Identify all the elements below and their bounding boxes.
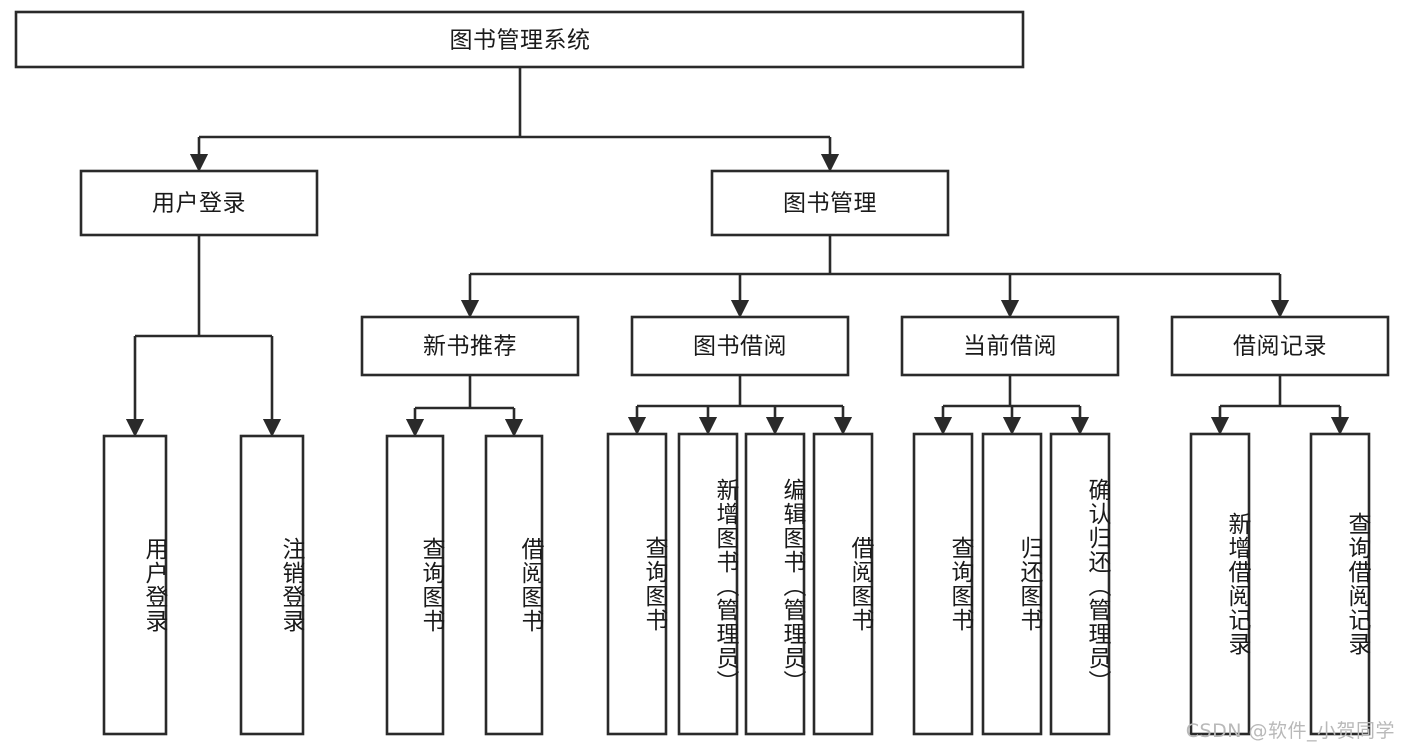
node-current-borrow-box[interactable] — [900, 315, 1120, 377]
node-current-borrow-label: 当前借阅 — [963, 334, 1057, 360]
node-root-label: 图书管理系统 — [450, 28, 591, 54]
leaf-box-edit-book-admin[interactable] — [744, 432, 806, 736]
leaf-box-add-borrow-record[interactable] — [1189, 432, 1251, 736]
node-user-login-label: 用户登录 — [152, 191, 246, 217]
leaf-box-logout[interactable] — [239, 434, 305, 736]
leaf-box-query-book-rec[interactable] — [385, 434, 445, 736]
node-user-login-box[interactable] — [79, 169, 319, 237]
leaf-box-query-book-borrow[interactable] — [606, 432, 668, 736]
node-book-borrow-label: 图书借阅 — [693, 334, 787, 360]
leaf-box-borrow-book-rec[interactable] — [484, 434, 544, 736]
node-new-book-recommend-label: 新书推荐 — [423, 334, 517, 360]
node-borrow-record-label: 借阅记录 — [1233, 334, 1327, 360]
leaf-box-confirm-return-admin[interactable] — [1049, 432, 1111, 736]
node-root-box[interactable] — [14, 10, 1025, 69]
leaf-box-borrow-book[interactable] — [812, 432, 874, 736]
node-new-book-recommend-box[interactable] — [360, 315, 580, 377]
leaf-box-return-book[interactable] — [981, 432, 1043, 736]
node-book-management-label: 图书管理 — [783, 191, 877, 217]
leaf-box-query-borrow-record[interactable] — [1309, 432, 1371, 736]
leaf-box-add-book-admin[interactable] — [677, 432, 739, 736]
csdn-watermark: CSDN @软件_小贺同学 — [1185, 720, 1395, 742]
leaf-box-query-book-current[interactable] — [912, 432, 974, 736]
leaf-box-user-login[interactable] — [102, 434, 168, 736]
